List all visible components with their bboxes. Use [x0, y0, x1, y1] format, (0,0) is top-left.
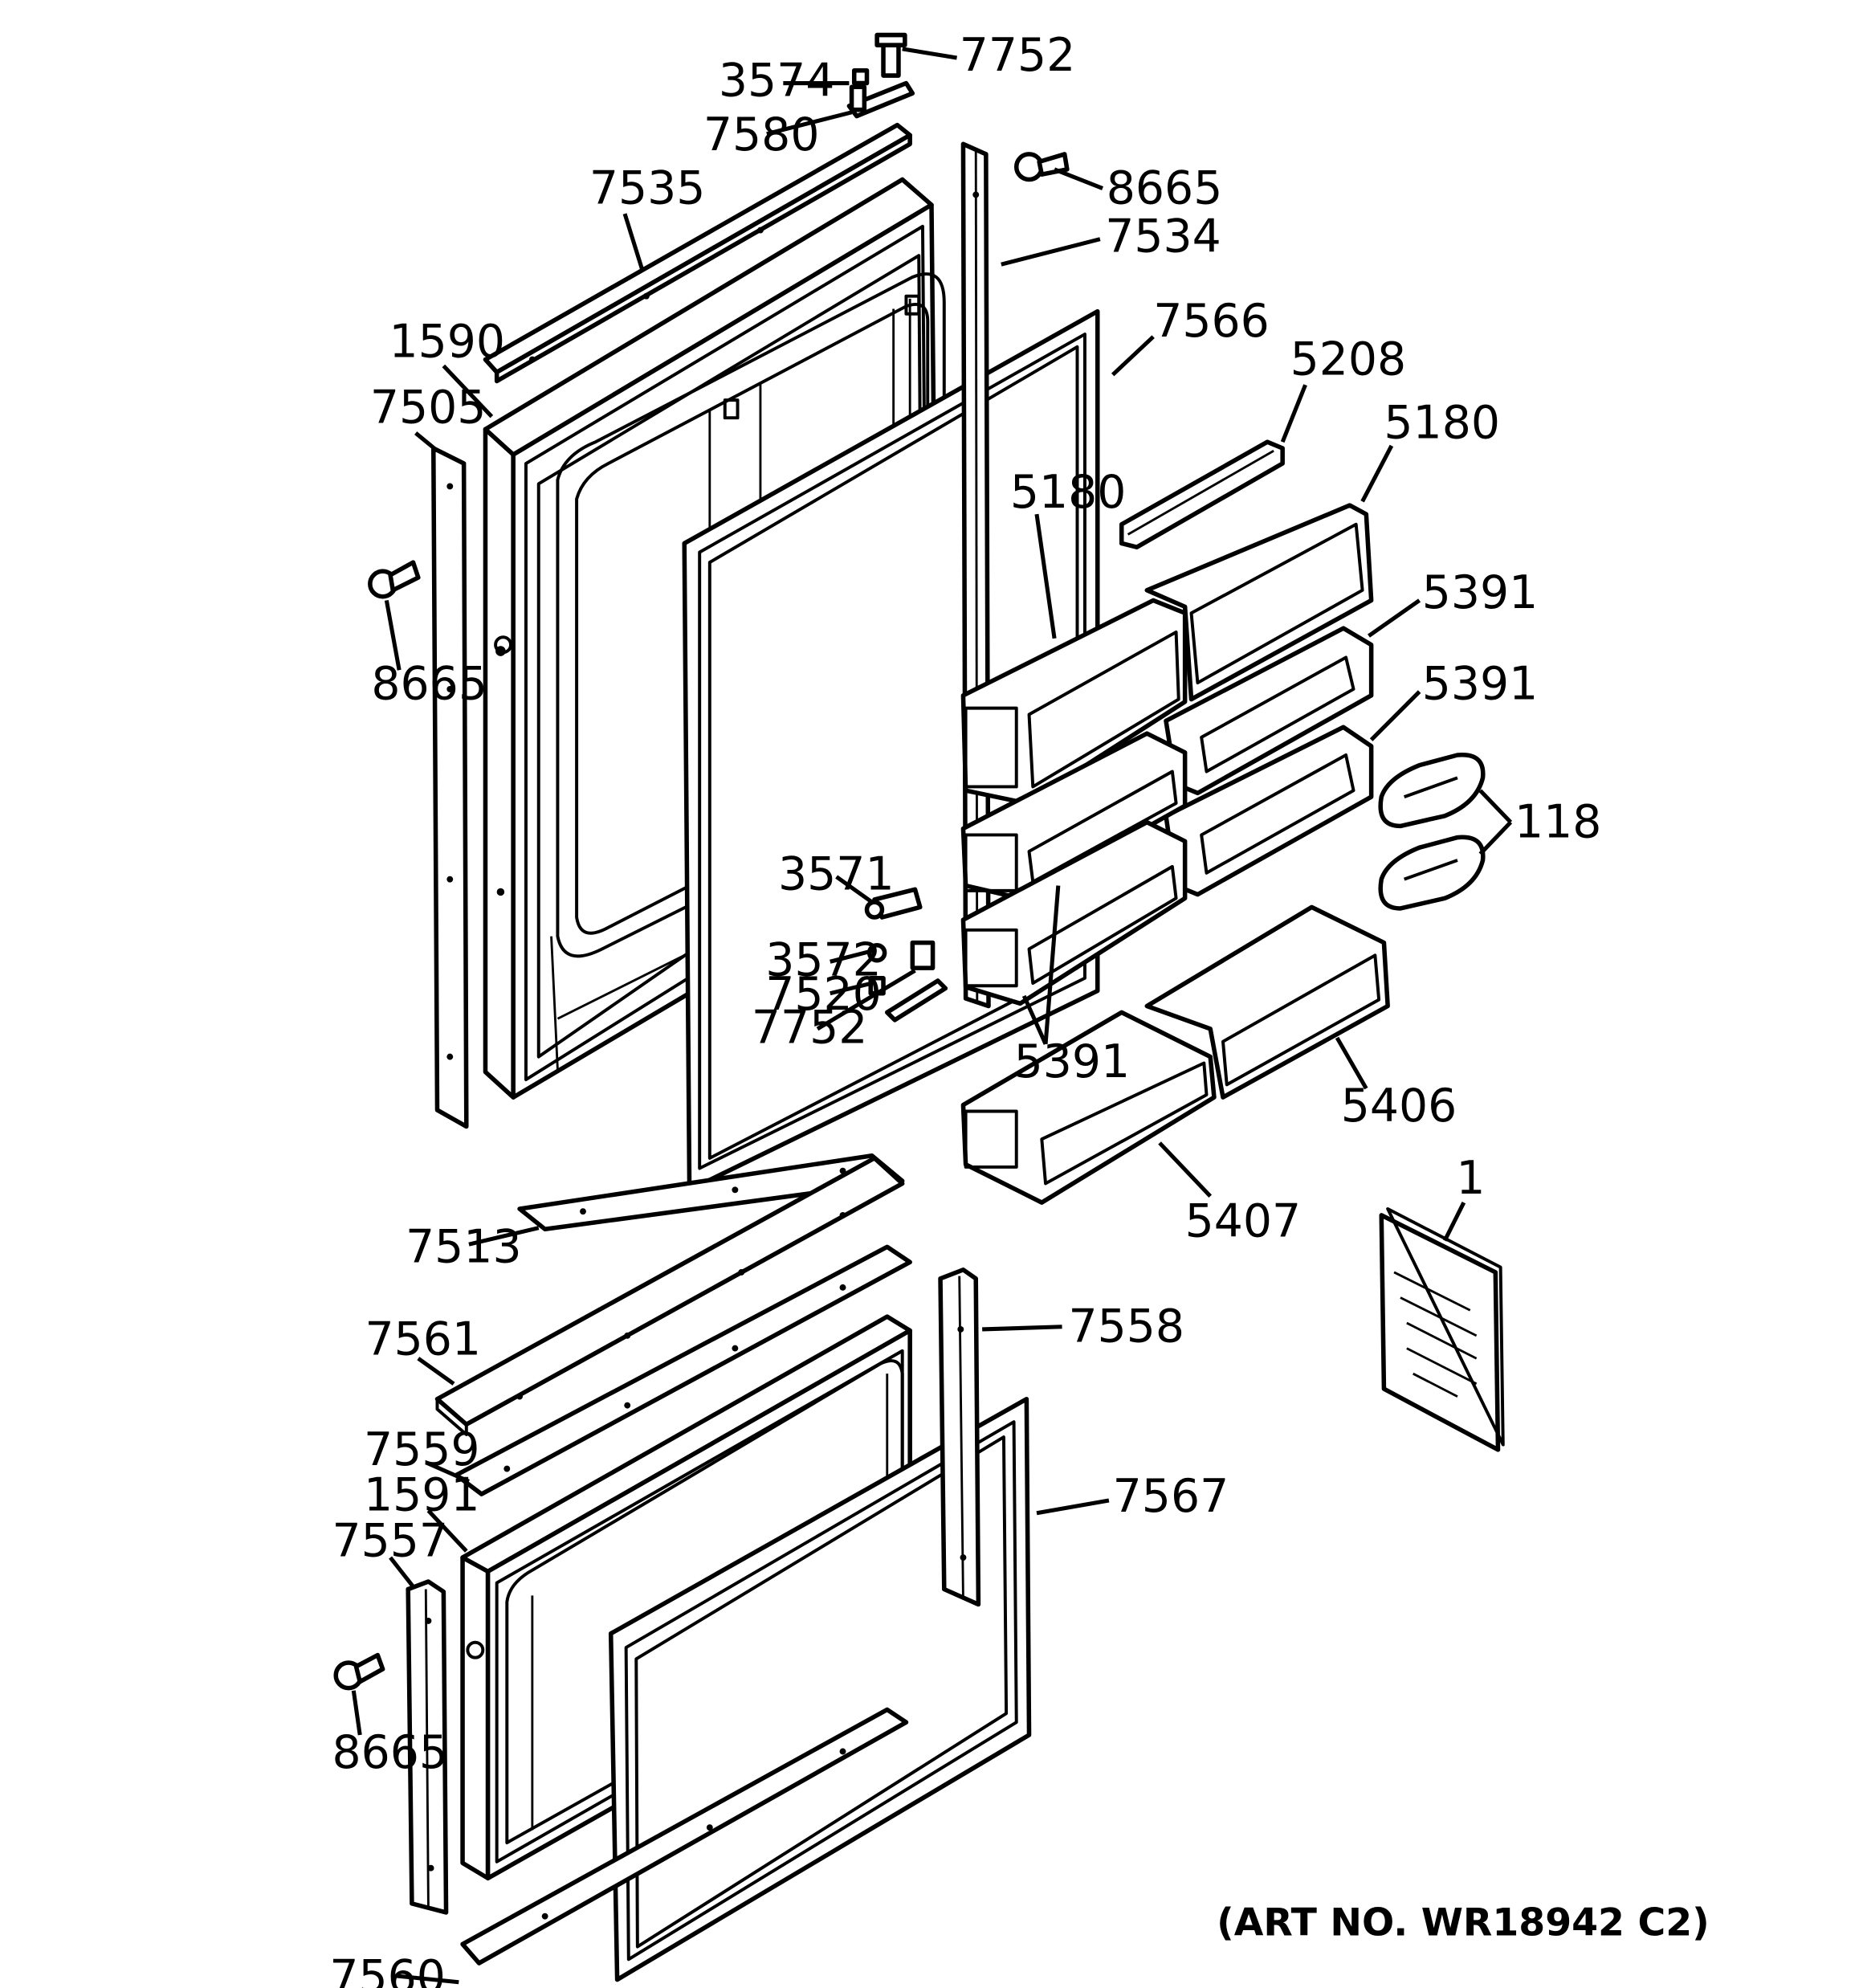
- door-bin-5406: [1144, 904, 1390, 1100]
- callout-3574: 3574: [719, 54, 835, 107]
- callout-labels: 7752 3574 7580 8665 7535 7534 7566 1590 …: [329, 29, 1709, 1988]
- callout-5180-right: 5180: [1384, 396, 1500, 449]
- callout-5391-b: 5391: [1422, 658, 1539, 711]
- trim-7561: [434, 1156, 905, 1436]
- screw-8665-left: [368, 560, 421, 599]
- covered-bin-5180-left: [960, 598, 1188, 806]
- door-bin-5391-left-1: [960, 731, 1188, 901]
- callout-7567: 7567: [1113, 1470, 1229, 1523]
- callout-3571: 3571: [778, 847, 895, 900]
- callout-7513: 7513: [406, 1220, 522, 1273]
- art-number: (ART NO. WR18942 C2): [1217, 1900, 1710, 1945]
- callout-7580: 7580: [703, 108, 820, 161]
- callout-7557: 7557: [332, 1514, 448, 1567]
- door-side-strip-7505: [430, 446, 469, 1129]
- trim-7559: [454, 1244, 912, 1496]
- callout-1: 1: [1456, 1152, 1485, 1205]
- side-strip-7557: [406, 1579, 449, 1915]
- side-strip-7558: [938, 1268, 981, 1607]
- callout-7520: 7520: [765, 968, 882, 1021]
- callout-8665-top: 8665: [1107, 161, 1223, 214]
- callout-118: 118: [1514, 796, 1601, 849]
- callout-3572: 3572: [765, 934, 882, 987]
- callout-7561: 7561: [365, 1313, 482, 1366]
- callout-7505: 7505: [370, 382, 487, 435]
- screw-8665-bottom: [333, 1652, 385, 1691]
- screw-8665-top: [1013, 152, 1070, 182]
- callout-1591: 1591: [364, 1469, 480, 1522]
- callout-7535: 7535: [589, 161, 706, 214]
- callout-5180-left: 5180: [1010, 466, 1127, 519]
- owner-manual-1: [1379, 1207, 1505, 1452]
- callout-5208: 5208: [1290, 333, 1407, 386]
- shelf-bar-5208: [1119, 439, 1285, 549]
- callout-7534: 7534: [1105, 210, 1221, 263]
- covered-bin-5180-right: [1144, 503, 1374, 702]
- door-bin-5407: [960, 1010, 1217, 1205]
- callout-5391-c: 5391: [1014, 1035, 1131, 1088]
- callout-5391-a: 5391: [1422, 566, 1539, 619]
- callout-7559: 7559: [364, 1423, 480, 1476]
- callout-7566: 7566: [1153, 295, 1270, 348]
- bottom-trim-7560: [460, 1707, 909, 1966]
- egg-tray-118-top: [1378, 752, 1486, 829]
- callout-1590: 1590: [389, 315, 506, 368]
- callout-7752-mid: 7752: [752, 1001, 868, 1054]
- callout-7752-top: 7752: [960, 29, 1076, 82]
- callout-5407: 5407: [1185, 1195, 1302, 1248]
- callout-8665-left: 8665: [371, 658, 487, 711]
- egg-tray-118-bottom: [1378, 835, 1486, 911]
- top-cap-7535: [483, 122, 912, 384]
- top-hinge-assembly: [846, 32, 915, 119]
- door-bin-5391-left-2: [960, 819, 1188, 1006]
- callout-8665-bottom: 8665: [332, 1726, 448, 1779]
- callout-5406: 5406: [1341, 1080, 1457, 1133]
- leader-lines: [351, 47, 1513, 1985]
- callout-7560: 7560: [329, 1950, 446, 1988]
- callout-7558: 7558: [1068, 1300, 1184, 1353]
